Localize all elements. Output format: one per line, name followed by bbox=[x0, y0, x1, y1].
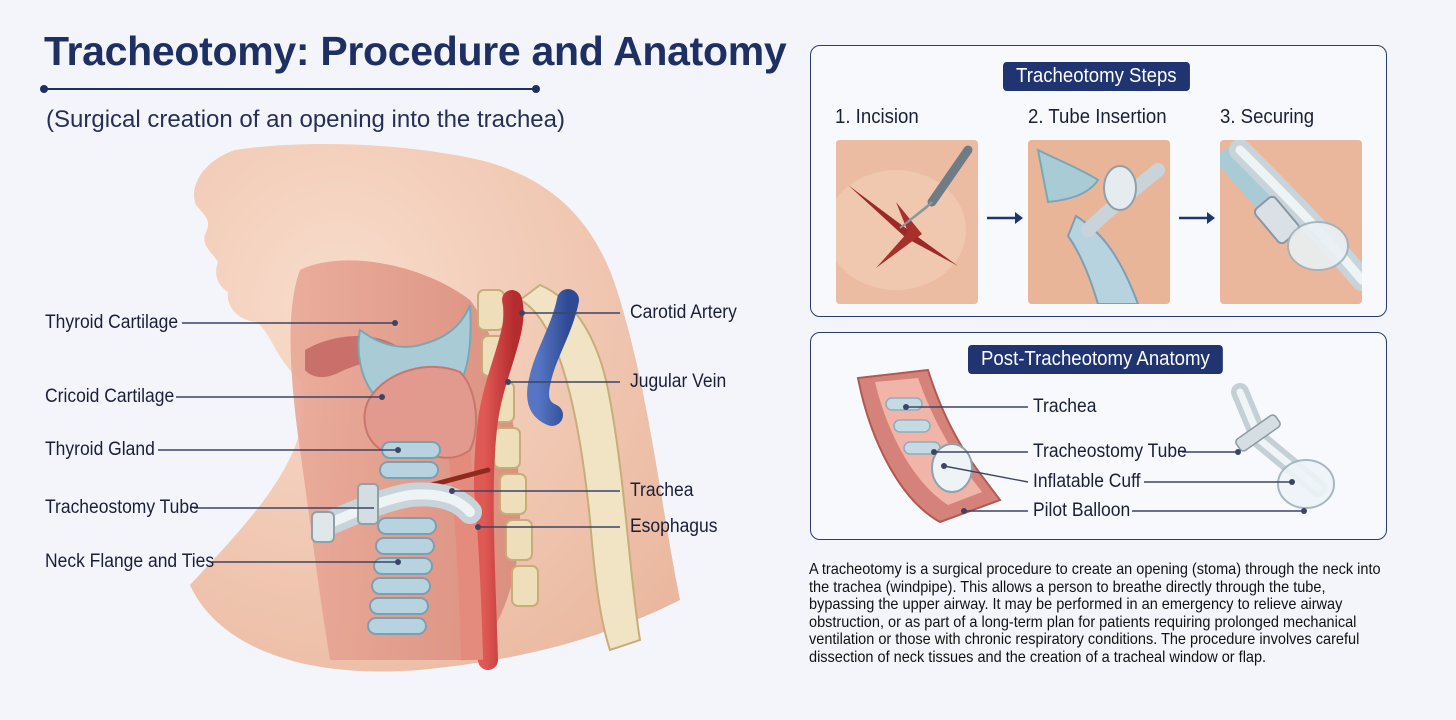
post-label-pilot-balloon: Pilot Balloon bbox=[1033, 500, 1131, 521]
label-carotid-artery: Carotid Artery bbox=[630, 302, 737, 323]
step-3-securing-image bbox=[1220, 140, 1362, 304]
jugular-vein bbox=[527, 289, 579, 426]
title-underline bbox=[40, 85, 540, 93]
neck-anatomy-illustration bbox=[158, 144, 680, 672]
callout-dots bbox=[379, 310, 525, 565]
step-1-label: 1. Incision bbox=[835, 106, 919, 128]
post-label-trachea: Trachea bbox=[1033, 396, 1097, 417]
label-thyroid-cartilage: Thyroid Cartilage bbox=[45, 312, 179, 333]
label-trachea: Trachea bbox=[630, 480, 694, 501]
thyroid-gland bbox=[363, 365, 477, 459]
esophagus bbox=[447, 438, 483, 661]
step-2-tube-insertion-image bbox=[1028, 140, 1170, 304]
step-2-label: 2. Tube Insertion bbox=[1028, 106, 1167, 128]
tracheostomy-tube-diagram bbox=[1231, 383, 1335, 509]
trachea-rings bbox=[367, 441, 441, 635]
description-paragraph: A tracheotomy is a surgical procedure to… bbox=[809, 561, 1381, 666]
label-tracheostomy-tube: Tracheostomy Tube bbox=[45, 497, 199, 518]
step-3-label: 3. Securing bbox=[1220, 106, 1315, 128]
callout-leader-lines bbox=[158, 312, 620, 563]
step-arrow-2 bbox=[1179, 212, 1215, 224]
post-label-inflatable-cuff: Inflatable Cuff bbox=[1033, 471, 1141, 492]
post-anatomy-leader-lines bbox=[906, 406, 1304, 512]
label-neck-flange-and-ties: Neck Flange and Ties bbox=[45, 551, 215, 572]
label-cricoid-cartilage: Cricoid Cartilage bbox=[45, 386, 175, 407]
steps-panel-title: Tracheotomy Steps bbox=[1003, 62, 1190, 91]
post-anatomy-panel-title: Post-Tracheotomy Anatomy bbox=[968, 345, 1223, 374]
label-esophagus: Esophagus bbox=[630, 516, 718, 537]
post-anatomy-dots bbox=[903, 404, 1307, 514]
page-subtitle: (Surgical creation of an opening into th… bbox=[46, 106, 565, 133]
step-arrow-1 bbox=[987, 212, 1023, 224]
label-thyroid-gland: Thyroid Gland bbox=[45, 439, 155, 460]
post-anatomy-illustration bbox=[856, 368, 1335, 524]
step-1-incision-image bbox=[836, 140, 978, 304]
post-label-tracheostomy-tube: Tracheostomy Tube bbox=[1033, 441, 1187, 462]
tracheostomy-tube bbox=[311, 482, 482, 543]
carotid-artery bbox=[473, 290, 524, 670]
page-title: Tracheotomy: Procedure and Anatomy bbox=[44, 28, 787, 74]
label-jugular-vein: Jugular Vein bbox=[630, 371, 727, 392]
